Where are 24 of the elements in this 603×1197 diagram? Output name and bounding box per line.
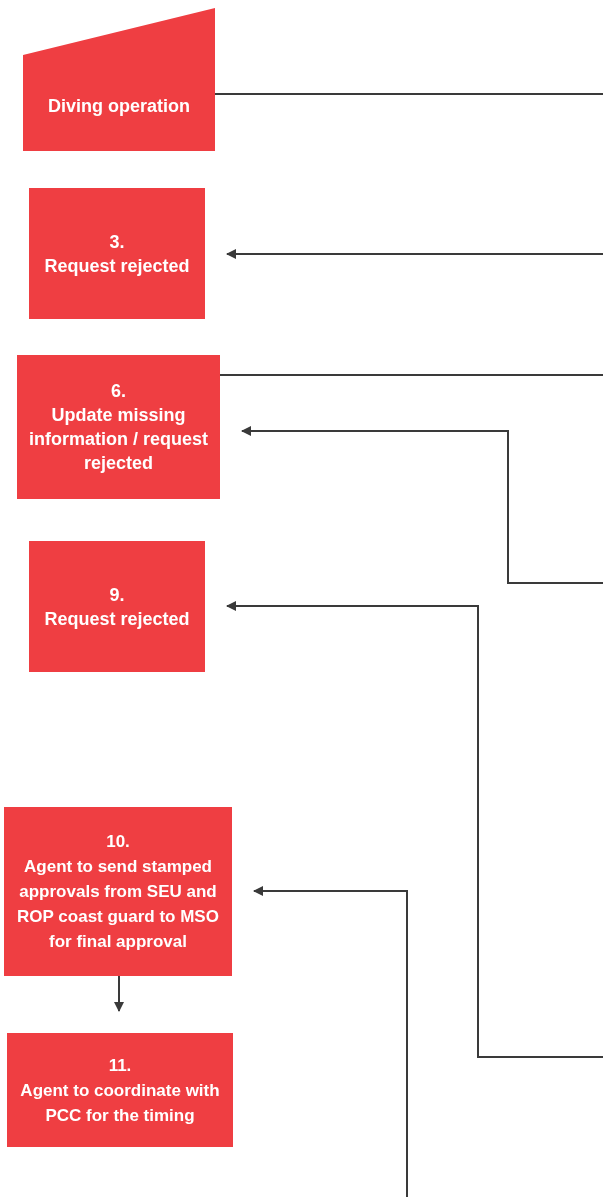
step-number: 10. [106, 831, 130, 853]
node-label: Diving operation [48, 94, 190, 118]
arrow [241, 426, 603, 584]
node-label: Update missing information / request rejected [28, 404, 209, 475]
node-label: Agent to send stamped approvals from SEU and ROP coast guard to MSO for final approval [16, 856, 220, 953]
node-label: Request rejected [44, 607, 190, 631]
node-label: Agent to coordinate with PCC for the timing [19, 1079, 221, 1127]
arrow [253, 886, 408, 1197]
arrow [226, 601, 603, 1058]
arrow [114, 975, 124, 1012]
process-box [29, 188, 205, 319]
step-number: 9. [109, 583, 125, 607]
connector-line [214, 93, 603, 95]
process-box [4, 807, 232, 976]
step-number: 6. [111, 380, 126, 403]
arrow [226, 249, 603, 259]
step-number: 3. [109, 230, 125, 254]
node-label: Request rejected [44, 254, 190, 278]
process-box [17, 355, 220, 499]
step-number: 11. [108, 1054, 132, 1077]
manual-input-shape [23, 8, 215, 151]
process-box [7, 1033, 233, 1147]
process-box [29, 541, 205, 672]
connector-line [219, 374, 603, 376]
